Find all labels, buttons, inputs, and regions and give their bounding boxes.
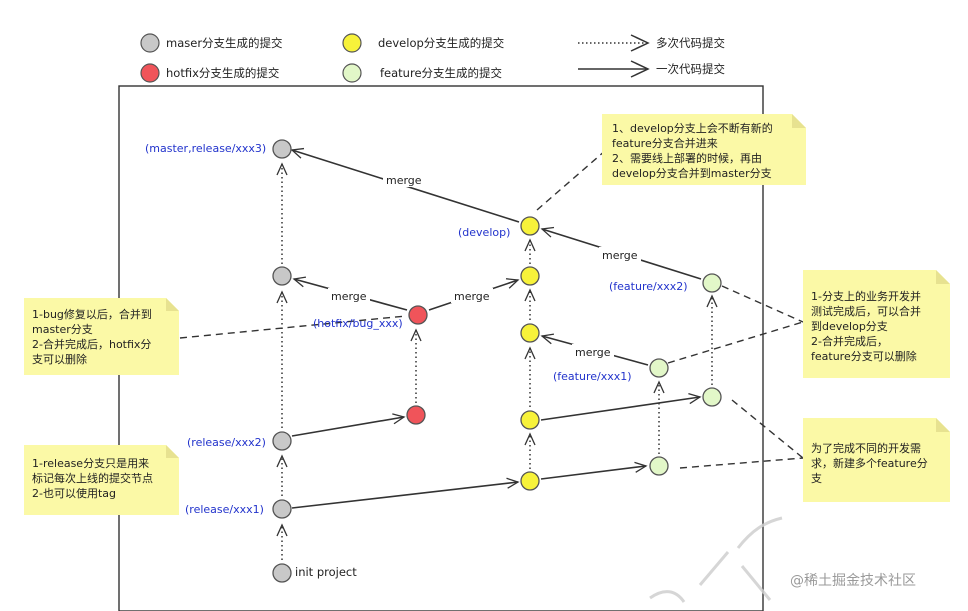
watermark-text: @稀土掘金技术社区: [790, 573, 916, 589]
new-feature-leader-b: [679, 457, 804, 469]
label-release1: (release/xxx1): [185, 503, 264, 516]
commit-release3: [272, 139, 292, 159]
note-leaders: [179, 149, 804, 469]
feature-commits: [649, 273, 722, 476]
sticky-release-note: 1-release分支只是用来 标记每次上线的提交节点 2-也可以使用tag: [24, 445, 179, 515]
sticky-hotfix-note: 1-bug修复以后，合并到 master分支 2-合并完成后，hotfix分 支…: [24, 298, 179, 375]
label-develop: (develop): [458, 226, 510, 239]
feature-note-leader-a: [721, 285, 804, 323]
legend-feature-label: feature分支生成的提交: [380, 66, 503, 80]
commit-feature1-2: [649, 358, 669, 378]
feature-note-line-1: 1-分支上的业务开发并: [811, 289, 921, 303]
legend-single-label: 一次代码提交: [656, 62, 725, 76]
commit-master-hotfix: [272, 266, 292, 286]
branch-labels: (master,release/xxx3) (release/xxx2) (re…: [145, 142, 688, 579]
new-feature-leader-a: [731, 399, 804, 459]
develop-note-leader: [536, 149, 607, 211]
feature-note-line-5: feature分支可以删除: [811, 349, 917, 363]
sticky-feature-note: 1-分支上的业务开发并 测试完成后，可以合并 到develop分支 2-合并完成…: [803, 270, 950, 378]
release-note-line-3: 2-也可以使用tag: [32, 487, 116, 500]
develop-note-line-1: 1、develop分支上会不断有新的: [612, 121, 773, 135]
watermark-seal-stroke-1: [736, 516, 783, 549]
label-init-project: init project: [295, 565, 357, 579]
watermark-seal-stroke-3: [740, 565, 772, 601]
hotfix-note-leader: [179, 315, 407, 339]
label-feature1: (feature/xxx1): [553, 370, 632, 383]
commit-develop-4: [520, 266, 540, 286]
multi-commit-connectors: [276, 162, 718, 560]
commit-develop-5: [520, 216, 540, 236]
label-feature2: (feature/xxx2): [609, 280, 688, 293]
feature-note-line-4: 2-合并完成后，: [811, 334, 888, 348]
legend-develop-label: develop分支生成的提交: [378, 36, 505, 50]
develop-note-line-2: feature分支合并进来: [612, 136, 718, 150]
legend-hotfix-dot: [140, 63, 160, 83]
legend-master-dot: [140, 33, 160, 53]
release1-to-develop: [291, 477, 520, 509]
release-note-line-2: 标记每次上线的提交节点: [32, 471, 153, 485]
develop-note-line-4: develop分支合并到master分支: [612, 166, 772, 180]
commit-release1: [272, 499, 292, 519]
merge-label-hotfix-develop: merge: [454, 290, 490, 303]
hotfix-note-line-3: 2-合并完成后，hotfix分: [32, 337, 151, 351]
new-feature-note-line-3: 支: [811, 472, 822, 485]
merge-labels: merge merge merge merge merge: [328, 172, 641, 359]
sticky-develop-note: 1、develop分支上会不断有新的 feature分支合并进来 2、需要线上部…: [602, 114, 806, 185]
commit-feature2-1: [702, 387, 722, 407]
new-feature-note-line-2: 求，新建多个feature分: [811, 456, 928, 470]
commit-release2: [272, 431, 292, 451]
merge-label-hotfix-master: merge: [331, 290, 367, 303]
commit-init: [272, 563, 292, 583]
commit-hotfix-2: [408, 305, 428, 325]
develop-to-feature2: [540, 393, 702, 421]
legend-master-label: maser分支生成的提交: [166, 36, 283, 50]
hotfix-commits: [406, 305, 428, 425]
hotfix-note-line-4: 支可以删除: [32, 352, 87, 366]
develop-to-feature1: [540, 461, 648, 480]
sticky-new-feature-note: 为了完成不同的开发需 求，新建多个feature分 支: [803, 418, 950, 502]
merge-label-develop-master: merge: [386, 174, 422, 187]
develop-commits: [520, 216, 540, 491]
legend-hotfix-label: hotfix分支生成的提交: [166, 66, 280, 80]
legend-feature-dot: [342, 63, 362, 83]
legend-multi-label: 多次代码提交: [656, 36, 725, 50]
label-release2: (release/xxx2): [187, 436, 266, 449]
new-feature-note-line-1: 为了完成不同的开发需: [811, 441, 921, 455]
hotfix-note-line-1: 1-bug修复以后，合并到: [32, 307, 152, 321]
commit-develop-1: [520, 471, 540, 491]
commit-hotfix-1: [406, 405, 426, 425]
release-note-line-1: 1-release分支只是用来: [32, 457, 149, 470]
merge-label-feature1-develop: merge: [575, 346, 611, 359]
release2-to-hotfix: [291, 413, 406, 437]
develop-note-line-3: 2、需要线上部署的时候，再由: [612, 151, 762, 165]
feature-note-line-2: 测试完成后，可以合并: [811, 304, 921, 318]
watermark: [649, 516, 783, 603]
legend: maser分支生成的提交 hotfix分支生成的提交 develop分支生成的提…: [140, 33, 725, 83]
merge-label-feature2-develop: merge: [602, 249, 638, 262]
master-commits: [272, 139, 292, 583]
label-hotfix: (hotfix/bug_xxx): [313, 317, 403, 330]
legend-develop-dot: [342, 33, 362, 53]
hotfix-note-line-2: master分支: [32, 323, 93, 336]
watermark-seal-stroke-4: [649, 590, 686, 603]
commit-feature1-1: [649, 456, 669, 476]
label-master-release3: (master,release/xxx3): [145, 142, 266, 155]
commit-develop-2: [520, 410, 540, 430]
commit-develop-3: [520, 323, 540, 343]
feature-note-leader-b: [667, 321, 804, 364]
commit-feature2-2: [702, 273, 722, 293]
feature-note-line-3: 到develop分支: [811, 320, 888, 333]
watermark-seal-stroke-2: [698, 551, 730, 586]
